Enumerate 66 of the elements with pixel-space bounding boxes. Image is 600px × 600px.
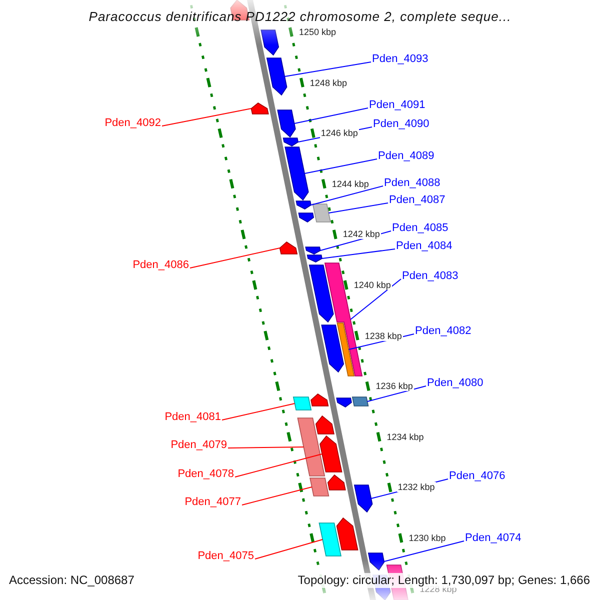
gene-label: Pden_4087 (389, 193, 446, 207)
leader-line (284, 62, 372, 77)
gene-block (306, 254, 322, 262)
leader-line (242, 486, 312, 506)
gene-label: Pden_4081 (164, 410, 221, 424)
gene-block (250, 102, 269, 114)
scale-label: 1250 kbp (298, 27, 337, 37)
map-title: Paracoccus denitrificans PD1222 chromosome 2, complete seque... (88, 9, 512, 25)
gene-block (279, 242, 298, 254)
scale-label: 1236 kbp (374, 381, 414, 392)
leader-line (254, 539, 324, 560)
accession-text: Accession: NC_008687 (9, 573, 134, 588)
gene-block (321, 324, 344, 373)
scale-label: 1238 kbp (364, 330, 403, 341)
scale-label: 1230 kbp (408, 533, 447, 543)
gene-bar (336, 322, 355, 376)
leader-line (190, 248, 280, 268)
scale-label: 1248 kbp (308, 78, 348, 88)
scale-label: 1240 kbp (352, 280, 392, 290)
leader-line (328, 202, 388, 214)
leader-line (162, 108, 252, 126)
gene-label: Pden_4079 (170, 438, 227, 452)
gene-label: Pden_4084 (396, 239, 452, 253)
gene-block (266, 58, 288, 96)
scale-label: 1246 kbp (320, 128, 359, 138)
gene-label: Pden_4080 (427, 376, 484, 390)
gene-bar (318, 522, 342, 556)
gene-block (308, 264, 334, 323)
scale-label: 1244 kbp (330, 178, 370, 189)
gene-label: Pden_4077 (184, 495, 241, 509)
gene-block (336, 517, 358, 550)
leader-line (322, 248, 396, 259)
gene-block (315, 415, 334, 434)
leader-line (222, 403, 296, 420)
leader-line (366, 386, 426, 402)
gene-label: Pden_4083 (402, 269, 458, 283)
gene-label: Pden_4078 (178, 467, 234, 481)
scale-label: 1232 kbp (396, 482, 436, 492)
gene-label: Pden_4091 (369, 98, 426, 112)
gene-bar (352, 396, 369, 406)
leader-line (304, 158, 378, 174)
gene-bar (292, 396, 312, 410)
gene-bar (312, 204, 331, 222)
gene-label: Pden_4088 (384, 176, 440, 190)
gene-label: Pden_4075 (198, 549, 254, 563)
leader-line (234, 454, 323, 478)
scale-label: 1242 kbp (342, 229, 381, 240)
leader-line (294, 108, 368, 124)
gene-label: Pden_4086 (132, 258, 189, 272)
gene-block (336, 398, 352, 408)
scale-label: 1234 kbp (386, 432, 425, 442)
gene-label: Pden_4090 (373, 117, 430, 131)
gene-block (354, 484, 373, 513)
gene-block (298, 212, 314, 222)
gene-label: Pden_4093 (372, 52, 428, 66)
leader-line (228, 446, 304, 448)
leader-line (310, 186, 384, 206)
gene-label: Pden_4089 (378, 149, 434, 163)
gene-block (310, 394, 329, 406)
gene-label: Pden_4092 (104, 116, 161, 130)
gene-block (305, 246, 321, 254)
gene-label: Pden_4076 (449, 469, 506, 483)
gene-label: Pden_4082 (415, 324, 472, 338)
gene-label: Pden_4085 (392, 221, 448, 235)
gene-label: Pden_4074 (465, 531, 522, 545)
leader-line (350, 278, 402, 320)
